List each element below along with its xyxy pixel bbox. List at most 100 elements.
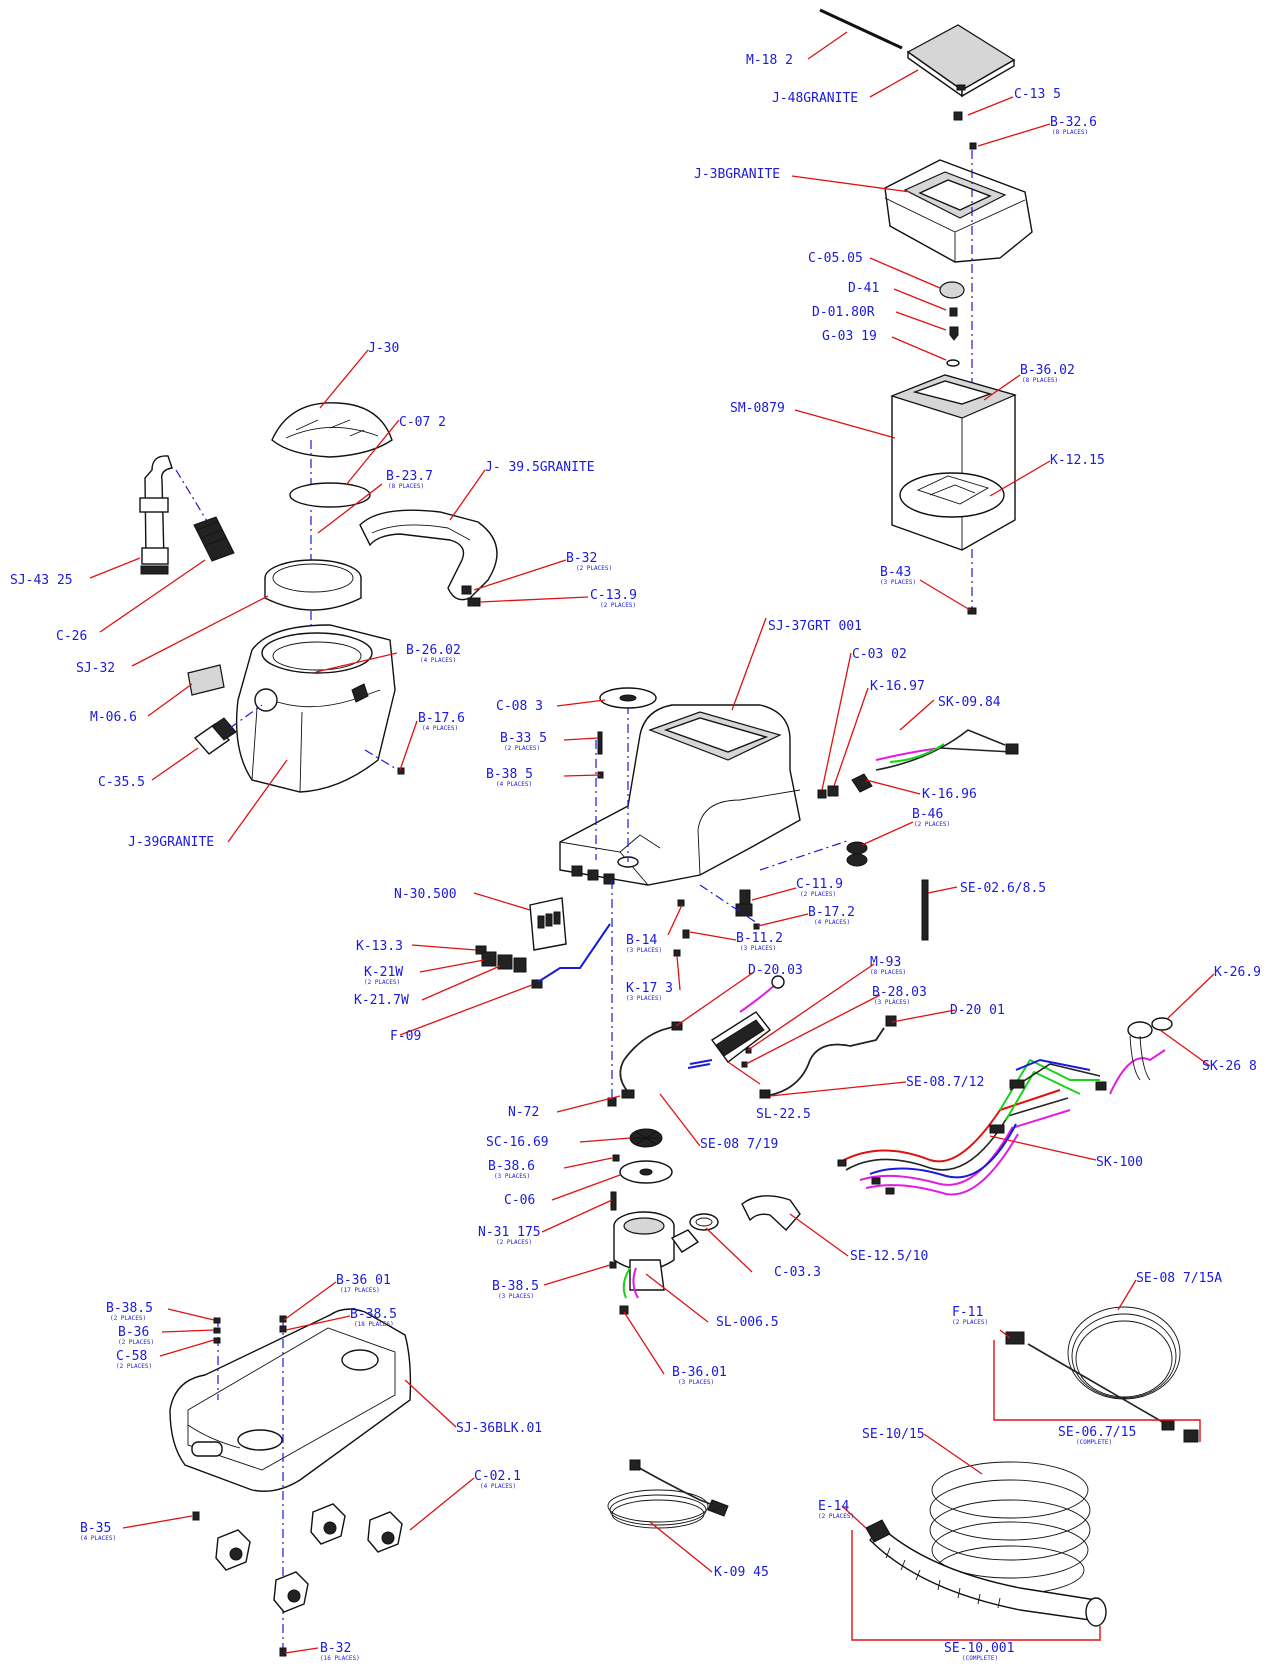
screen-part — [629, 1128, 663, 1148]
label-sj-43-25: SJ-43 25 — [10, 573, 73, 588]
label-c-02-1: C-02.1 — [474, 1469, 521, 1484]
tube-part — [921, 879, 929, 941]
label-sc-16-69: SC-16.69 — [486, 1135, 549, 1150]
label-b-11-2-sub: (3 PLACES) — [740, 945, 776, 952]
label-f-11: F-11 — [952, 1305, 983, 1320]
inlet-fitting-part — [193, 717, 237, 755]
label-sk-26-8: SK-26 8 — [1202, 1059, 1257, 1074]
vacuum-hose-part — [865, 1461, 1107, 1627]
label-se-06-7-15: SE-06.7/15 — [1058, 1425, 1136, 1440]
label-b-36-02-sub: (8 PLACES) — [1022, 377, 1058, 384]
label-b-17-6-sub: (4 PLACES) — [422, 725, 458, 732]
label-se-02-6-8-5: SE-02.6/8.5 — [960, 881, 1046, 896]
elbow-hose-part — [741, 1195, 801, 1232]
label-k-21-7w: K-21.7W — [354, 993, 409, 1008]
label-b-38-6-sub: (3 PLACES) — [494, 1173, 530, 1180]
label-b-36-02: B-36.02 — [1020, 363, 1075, 378]
label-se-08-7-19: SE-08 7/19 — [700, 1137, 778, 1152]
label-b-17-6: B-17.6 — [418, 711, 465, 726]
harness-part — [875, 729, 1019, 771]
grommets-part — [846, 841, 868, 867]
label-c-35-5: C-35.5 — [98, 775, 145, 790]
power-cord-part — [607, 1459, 729, 1529]
rocker-switches-part — [475, 945, 527, 973]
label-se-12-5-10: SE-12.5/10 — [850, 1249, 928, 1264]
label-b-38-5b-sub: (3 PLACES) — [498, 1293, 534, 1300]
label-b-28-03-sub: (3 PLACES) — [874, 999, 910, 1006]
label-sk-100: SK-100 — [1096, 1155, 1143, 1170]
label-b-36: B-36 — [118, 1325, 149, 1340]
label-sj-36blk-01: SJ-36BLK.01 — [456, 1421, 542, 1436]
label-k-17-3-sub: (3 PLACES) — [626, 995, 662, 1002]
label-b-32-6-sub: (8 PLACES) — [1052, 129, 1088, 136]
label-j-48granite: J-48GRANITE — [772, 91, 858, 106]
label-b-26-02: B-26.02 — [406, 643, 461, 658]
label-b-35-sub: (4 PLACES) — [80, 1535, 116, 1542]
label-k-21w: K-21W — [364, 965, 403, 980]
part-c135 — [953, 111, 963, 121]
leader-lines — [89, 31, 1215, 1654]
label-b-46-sub: (2 PLACES) — [914, 821, 950, 828]
label-c-03-3: C-03.3 — [774, 1265, 821, 1280]
label-b-43: B-43 — [880, 565, 911, 580]
label-d-20-01: D-20 01 — [950, 1003, 1005, 1018]
hose-clamp-part — [689, 1213, 719, 1231]
label-sm-0879: SM-0879 — [730, 401, 785, 416]
label-b-17-2-sub: (4 PLACES) — [814, 919, 850, 926]
label-c-13-9-sub: (2 PLACES) — [600, 602, 636, 609]
motor-housing-part — [890, 374, 1017, 551]
pump-assembly — [609, 1128, 801, 1315]
label-c-05-05: C-05.05 — [808, 251, 863, 266]
bolt-part — [597, 731, 603, 755]
label-m-93-sub: (8 PLACES) — [870, 969, 906, 976]
caster-part — [310, 1503, 346, 1545]
label-c-11-9: C-11.9 — [796, 877, 843, 892]
rod-part — [819, 8, 903, 50]
label-e-14-sub: (2 PLACES) — [818, 1513, 854, 1520]
label-b-36-01a: B-36.01 — [672, 1365, 727, 1380]
label-d-41: D-41 — [848, 281, 879, 296]
label-c-58: C-58 — [116, 1349, 147, 1364]
label-b-14: B-14 — [626, 933, 657, 948]
label-b-43-sub: (3 PLACES) — [880, 579, 916, 586]
label-b-46: B-46 — [912, 807, 943, 822]
fitting-part — [949, 326, 959, 341]
label-m-18-2: M-18 2 — [746, 53, 793, 68]
base-tray-assembly — [169, 1308, 412, 1657]
label-c-13-5: C-13 5 — [1014, 87, 1061, 102]
top-left-assembly — [139, 402, 498, 793]
foot-part — [967, 607, 977, 615]
label-b-11-2: B-11.2 — [736, 931, 783, 946]
label-sl-22-5: SL-22.5 — [756, 1107, 811, 1122]
label-c-02-1-sub: (4 PLACES) — [480, 1483, 516, 1490]
fuse-part — [531, 979, 543, 989]
label-b-36-01b: B-36 01 — [336, 1273, 391, 1288]
label-b-26-02-sub: (4 PLACES) — [420, 657, 456, 664]
label-e-14: E-14 — [818, 1499, 849, 1514]
switch-knob-part — [1127, 1017, 1173, 1081]
label-b-38-5d-sub: (18 PLACES) — [354, 1321, 394, 1328]
label-j-3bgranite: J-3BGRANITE — [694, 167, 780, 182]
label-f-11-sub: (2 PLACES) — [952, 1319, 988, 1326]
label-sj-32: SJ-32 — [76, 661, 115, 676]
dome-lid-part — [271, 402, 393, 458]
label-b-38-5c: B-38.5 — [106, 1301, 153, 1316]
label-b-32-a: B-32 — [566, 551, 597, 566]
label-n-72: N-72 — [508, 1105, 539, 1120]
label-k-09-45: K-09 45 — [714, 1565, 769, 1580]
label-se-10-001: SE-10.001 — [944, 1641, 1014, 1656]
caster-part — [273, 1571, 309, 1613]
label-se-10-15: SE-10/15 — [862, 1427, 925, 1442]
collar-ring-part — [264, 559, 362, 611]
label-d-01-80r: D-01.80R — [812, 305, 875, 320]
label-b-38-6: B-38.6 — [488, 1159, 535, 1174]
label-c-13-9: C-13.9 — [590, 588, 637, 603]
washer-part — [946, 359, 960, 367]
label-se-06-7-15-sub: (COMPLETE) — [1076, 1439, 1112, 1446]
label-f-09: F-09 — [390, 1029, 421, 1044]
label-se-08-7-12: SE-08.7/12 — [906, 1075, 984, 1090]
label-j-39-5granite: J- 39.5GRANITE — [485, 460, 595, 475]
label-b-32-b: B-32 — [320, 1641, 351, 1656]
diode-part — [949, 307, 958, 317]
caster-part — [215, 1529, 251, 1571]
